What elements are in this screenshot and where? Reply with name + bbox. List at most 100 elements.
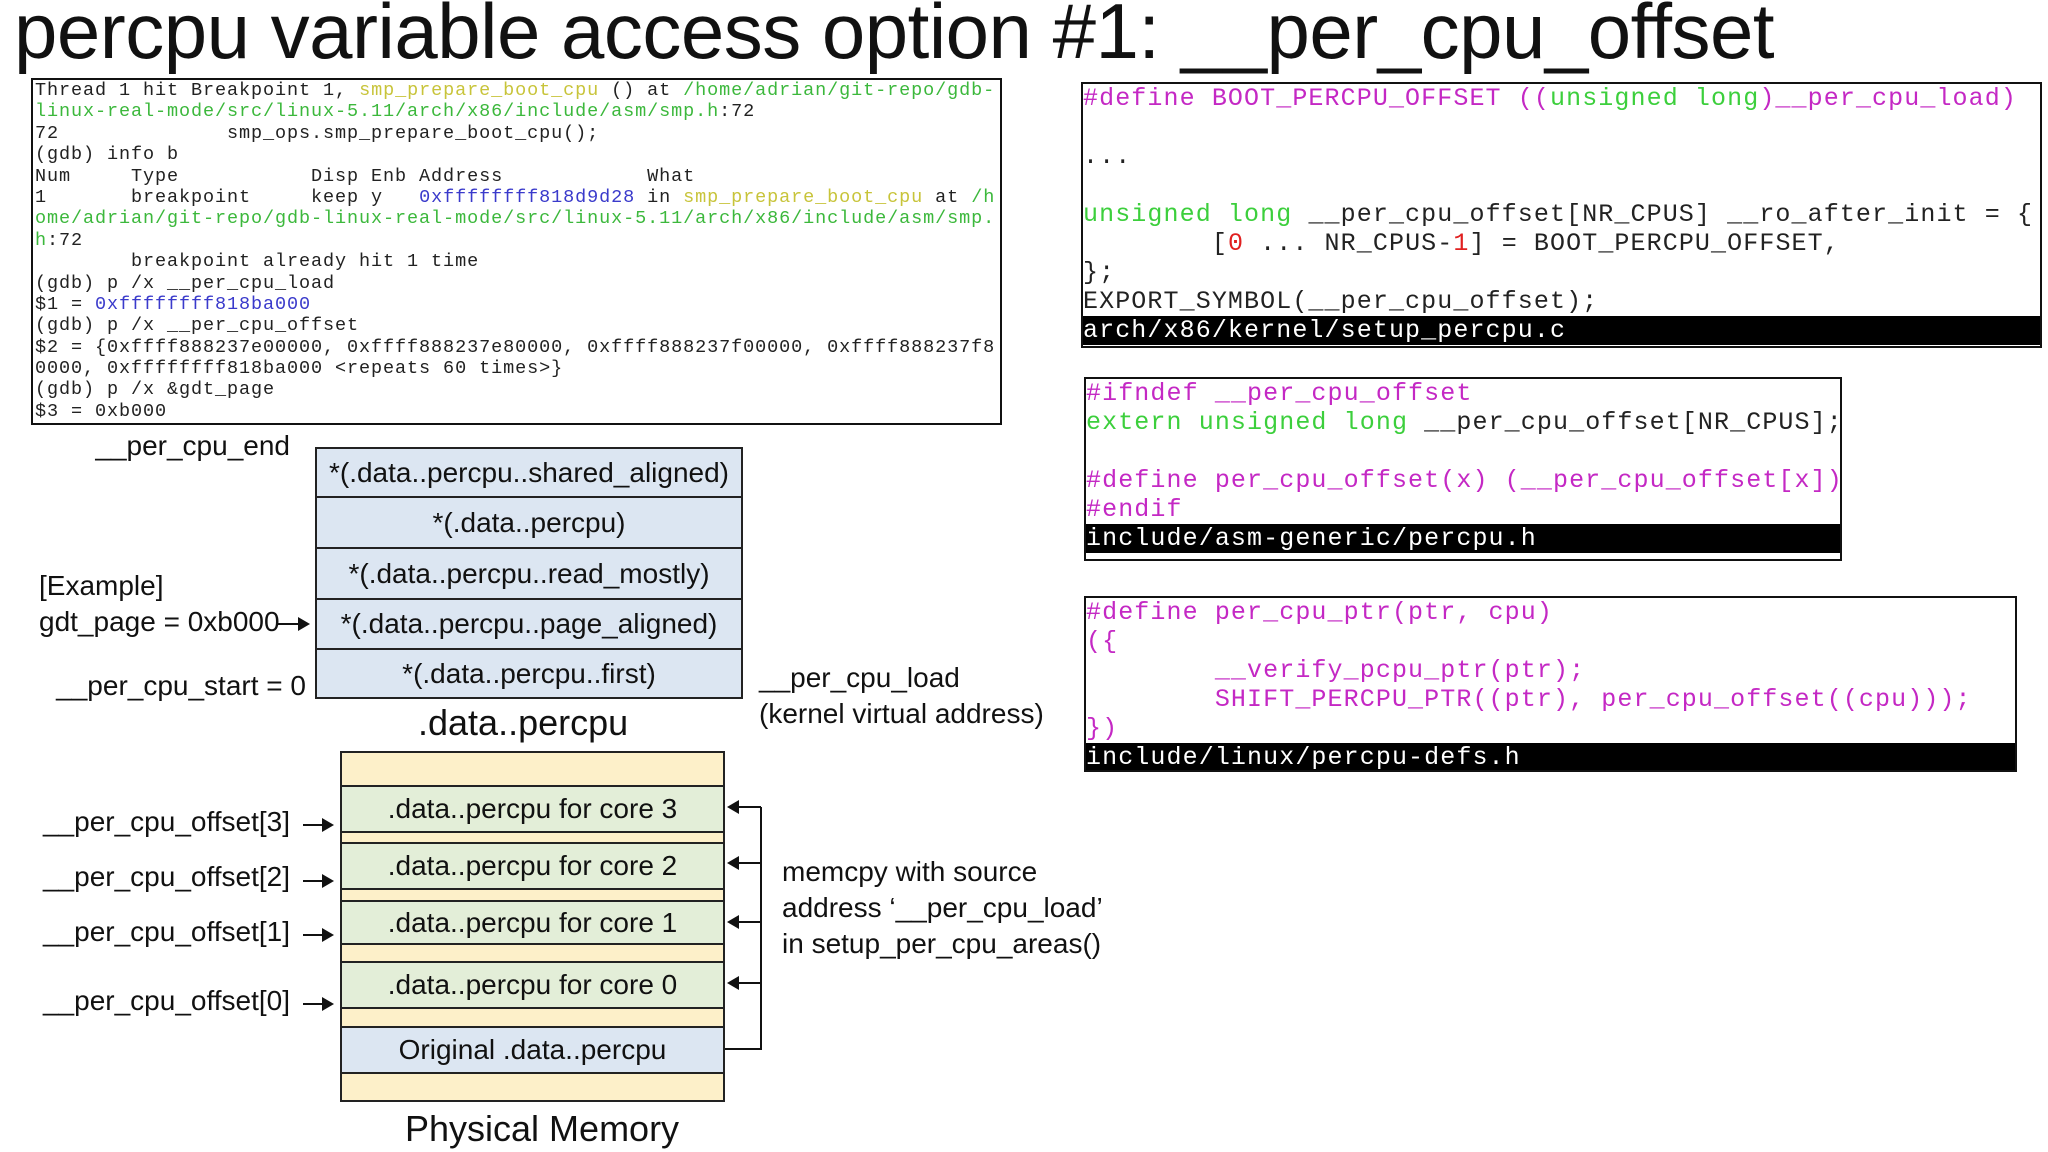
code-line: }) [1086, 714, 2015, 743]
code-token: 0 [1227, 229, 1245, 258]
example-label: [Example] [39, 570, 164, 601]
code-token: Num Type Disp Enb Address What [35, 165, 696, 187]
code-line: $3 = 0xb000 [35, 401, 1000, 422]
code-token: )__per_cpu_load) [1759, 84, 2017, 113]
memcpy-note-line-1: memcpy with source [782, 856, 1038, 887]
memcpy-arrow-core-1-icon [727, 915, 739, 929]
code-line: 1 breakpoint keep y 0xffffffff818d9d28 i… [35, 187, 1000, 208]
code-token: ... [1083, 142, 1132, 171]
source-box-percpu-defs: #define per_cpu_ptr(ptr, cpu) \({ \ __ve… [1084, 596, 2017, 772]
code-line: #ifndef __per_cpu_offset [1086, 379, 1840, 408]
offset-1-arrow-icon [322, 928, 334, 942]
code-line: #define per_cpu_ptr(ptr, cpu) \ [1086, 598, 2015, 627]
code-token: 1 breakpoint keep y [35, 186, 420, 208]
per-cpu-offset-2-label: __per_cpu_offset[2] [42, 861, 290, 892]
source-file-path: include/asm-generic/percpu.h [1086, 524, 1840, 553]
code-token: SHIFT_PERCPU_PTR((ptr), per_cpu_offset((… [1214, 685, 1972, 714]
memcpy-arrow-line [735, 862, 761, 864]
code-token: extern unsigned long [1086, 408, 1409, 437]
code-token: }; [1083, 258, 1116, 287]
code-line: (gdb) p /x &gdt_page [35, 379, 1000, 400]
code-line: linux-real-mode/src/linux-5.11/arch/x86/… [35, 101, 1000, 122]
code-line: #endif [1086, 495, 1840, 524]
memcpy-note-line-3: in setup_per_cpu_areas() [782, 928, 1102, 959]
code-token: ome/adrian/git-repo/gdb-linux-real-mode/… [35, 208, 996, 230]
code-line [1086, 437, 1840, 466]
code-token: h [35, 229, 48, 251]
code-token: (gdb) p /x __per_cpu_offset [35, 315, 360, 337]
code-token: $1 = [35, 293, 96, 315]
code-token: at [923, 186, 972, 208]
code-token: $3 = 0xb000 [35, 400, 168, 422]
code-token: smp_prepare_boot_cpu [683, 186, 924, 208]
code-token: 1 [1453, 229, 1470, 258]
code-token: __per_cpu_offset[NR_CPUS]; [1408, 408, 1842, 437]
source-box-setup-percpu: #define BOOT_PERCPU_OFFSET ((unsigned lo… [1081, 82, 2042, 348]
code-line: #define per_cpu_offset(x) (__per_cpu_off… [1086, 466, 1840, 495]
code-line: SHIFT_PERCPU_PTR((ptr), per_cpu_offset((… [1086, 685, 2015, 714]
code-line: extern unsigned long __per_cpu_offset[NR… [1086, 408, 1840, 437]
code-token: 0000, 0xffffffff818ba000 <repeats 60 tim… [35, 358, 564, 380]
per-cpu-offset-1-label: __per_cpu_offset[1] [42, 916, 290, 947]
offset-3-arrow-line [303, 824, 325, 826]
code-token: 0xffffffff818d9d28 [419, 186, 636, 208]
gdt-page-arrow-icon [298, 617, 310, 631]
core-1-copy: .data..percpu for core 1 [340, 900, 725, 945]
code-token: #define per_cpu_offset(x) (__per_cpu_off… [1086, 466, 1842, 495]
code-token: ... NR_CPUS- [1244, 229, 1454, 258]
code-line: [0 ... NR_CPUS-1] = BOOT_PERCPU_OFFSET, [1083, 229, 2040, 258]
source-file-path: include/linux/percpu-defs.h [1086, 743, 2015, 770]
source-file-path: arch/x86/kernel/setup_percpu.c [1083, 316, 2040, 345]
code-line: EXPORT_SYMBOL(__per_cpu_offset); [1083, 287, 2040, 316]
code-token: () at [599, 80, 684, 101]
code-token: #ifndef __per_cpu_offset [1086, 379, 1473, 408]
code-token: #endif [1086, 495, 1183, 524]
code-line: (gdb) p /x __per_cpu_load [35, 273, 1000, 294]
core-2-copy: .data..percpu for core 2 [340, 842, 725, 890]
percpu-row-data-percpu: *(.data..percpu) [315, 496, 743, 549]
memory-free-block [340, 751, 725, 787]
physical-memory-caption: Physical Memory [405, 1108, 680, 1149]
slide-title: percpu variable access option #1: __per_… [14, 0, 1775, 75]
memcpy-bracket-line [760, 807, 762, 1050]
code-line [1083, 113, 2040, 142]
offset-0-arrow-line [303, 1003, 325, 1005]
offset-2-arrow-line [303, 880, 325, 882]
memory-free-block [340, 1072, 725, 1102]
memcpy-arrow-line [735, 982, 761, 984]
code-token: (gdb) p /x &gdt_page [35, 379, 276, 401]
percpu-row-shared-aligned: *(.data..percpu..shared_aligned) [315, 447, 743, 498]
memcpy-arrow-core-0-icon [727, 976, 739, 990]
code-line: 0000, 0xffffffff818ba000 <repeats 60 tim… [35, 358, 1000, 379]
code-token: Thread 1 hit Breakpoint 1, [35, 80, 360, 101]
offset-1-arrow-line [303, 934, 325, 936]
core-3-copy: .data..percpu for core 3 [340, 785, 725, 833]
code-token: /home/adrian/git-repo/gdb- [683, 80, 996, 101]
code-token: __per_cpu_offset[NR_CPUS] __ro_after_ini… [1292, 200, 2034, 229]
code-token: ] = BOOT_PERCPU_OFFSET, [1469, 229, 1840, 258]
code-line: ... [1083, 142, 2040, 171]
code-token: #define per_cpu_ptr(ptr, cpu) \ [1086, 598, 1553, 627]
memcpy-arrow-core-3-icon [727, 800, 739, 814]
code-token: 72 smp_ops.smp_prepare_boot_cpu(); [35, 122, 600, 144]
code-token: $2 = {0xffff888237e00000, 0xffff888237e8… [35, 336, 996, 358]
code-token: /h [971, 186, 996, 208]
memcpy-note-line-2: address ‘__per_cpu_load’ [782, 892, 1103, 923]
memcpy-source-line [725, 1048, 762, 1050]
code-line: ({ \ [1086, 627, 2015, 656]
core-0-copy: .data..percpu for core 0 [340, 961, 725, 1009]
code-line: Thread 1 hit Breakpoint 1, smp_prepare_b… [35, 80, 1000, 101]
code-line: h:72 [35, 230, 1000, 251]
code-line: #define BOOT_PERCPU_OFFSET ((unsigned lo… [1083, 84, 2040, 113]
original-percpu-block: Original .data..percpu [340, 1026, 725, 1074]
percpu-section-caption: .data..percpu [418, 702, 629, 743]
code-token: ({ \ [1086, 627, 1119, 656]
code-line: $1 = 0xffffffff818ba000 [35, 294, 1000, 315]
code-token: [ [1083, 229, 1228, 258]
percpu-row-read-mostly: *(.data..percpu..read_mostly) [315, 547, 743, 600]
code-token: (gdb) info b [35, 144, 180, 166]
percpu-row-page-aligned: *(.data..percpu..page_aligned) [315, 598, 743, 650]
per-cpu-load-label: __per_cpu_load [759, 662, 960, 693]
